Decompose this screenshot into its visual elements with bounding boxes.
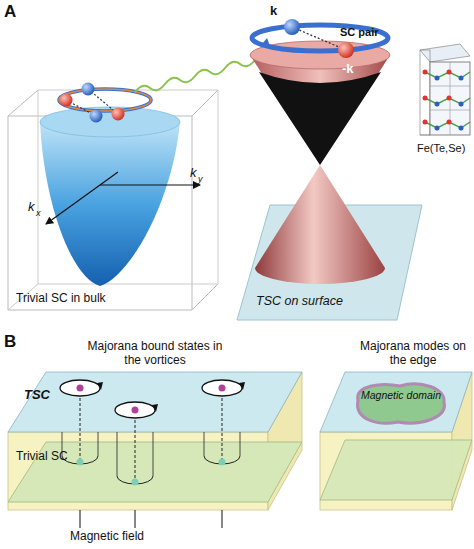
node-text: TSC on surface — [256, 294, 396, 308]
kx-axis — [46, 172, 118, 224]
node-text: Magnetic domain — [358, 389, 444, 401]
node-outline — [6, 370, 304, 434]
bulk-box: Trivial SC in bulk — [6, 88, 224, 316]
trivial-sc-plane — [320, 440, 472, 500]
magnetic-domain: Magnetic domain — [350, 380, 450, 426]
momentum-label: -k — [342, 62, 366, 77]
electron-ball — [82, 83, 95, 96]
electron-ball — [338, 42, 354, 58]
material-label: Fe(Te,Se) — [417, 142, 474, 155]
pair-label: SC pair — [340, 26, 400, 39]
tsc-plane — [320, 372, 472, 432]
axis-subscript: y — [198, 174, 208, 184]
ring-arrow — [262, 38, 270, 46]
node-text: TSC — [24, 388, 84, 403]
pair-ring — [59, 89, 151, 111]
field-lines — [80, 510, 222, 528]
axis-subscript: x — [36, 208, 46, 218]
node-outline — [350, 380, 450, 426]
pair-link — [66, 100, 96, 116]
upper-dirac-cone — [250, 55, 390, 165]
bulk-band-paraboloid — [40, 122, 180, 286]
annotation-text: Majorana bound states in the vortices — [80, 340, 230, 368]
filled-states — [259, 72, 381, 165]
node-text: Trivial SC in bulk — [16, 292, 156, 306]
crystal-structure — [420, 44, 470, 135]
panel-letter: A — [4, 2, 34, 22]
cone-top — [250, 41, 390, 69]
tsc-layer: TSC — [6, 370, 304, 434]
proximity-wave — [135, 60, 255, 92]
paraboloid-top — [40, 107, 180, 137]
pair-link — [292, 27, 346, 50]
pair-ring-inner — [59, 89, 151, 111]
momentum-label: k — [270, 4, 290, 19]
pair-link — [88, 89, 118, 114]
electron-ball — [112, 108, 125, 121]
node-text: Trivial SC — [16, 450, 116, 464]
electron-ball — [60, 94, 73, 107]
panel-letter: B — [4, 332, 34, 352]
node-outline — [6, 88, 224, 316]
annotation-text: Magnetic field — [70, 530, 190, 544]
surface-plane: TSC on surface — [232, 200, 427, 325]
electron-ball — [284, 19, 300, 35]
annotation-text: Majorana modes on the edge — [355, 340, 471, 368]
ky-axis — [100, 184, 200, 185]
trivial-sc-layer: Trivial SC — [6, 440, 304, 504]
